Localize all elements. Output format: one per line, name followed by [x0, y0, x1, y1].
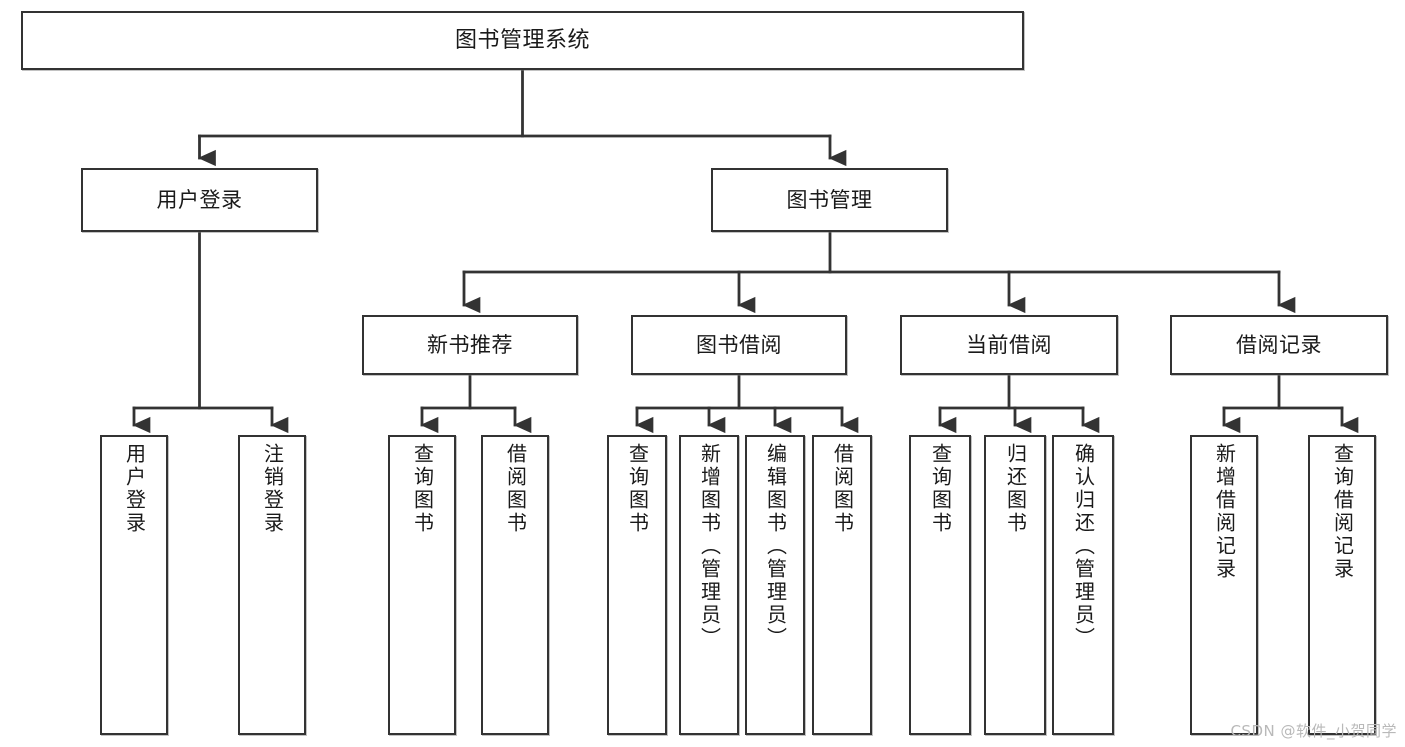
node-leaf-borrow-book[interactable]: 借阅图书	[812, 435, 872, 735]
node-borrow-record[interactable]: 借阅记录	[1170, 315, 1388, 375]
node-label: 用户登录	[122, 443, 147, 535]
node-label: 图书管理	[786, 187, 873, 212]
node-leaf-add-book-admin[interactable]: 新增图书（管理员）	[679, 435, 739, 735]
node-label: 新增图书（管理员）	[697, 443, 722, 650]
node-label: 借阅图书	[503, 443, 528, 535]
node-label: 新书推荐	[427, 332, 513, 357]
node-leaf-borrow-book-recommend[interactable]: 借阅图书	[481, 435, 549, 735]
node-label: 当前借阅	[966, 332, 1052, 357]
node-label: 注销登录	[260, 443, 285, 535]
node-label: 用户登录	[156, 187, 243, 212]
node-label: 图书借阅	[696, 332, 782, 357]
node-user-login[interactable]: 用户登录	[81, 168, 318, 232]
node-book-management[interactable]: 图书管理	[711, 168, 948, 232]
node-current-borrow[interactable]: 当前借阅	[900, 315, 1118, 375]
node-label: 查询借阅记录	[1330, 443, 1355, 581]
node-leaf-logout-login[interactable]: 注销登录	[238, 435, 306, 735]
node-new-book-recommend[interactable]: 新书推荐	[362, 315, 578, 375]
csdn-watermark: CSDN @软件_小贺同学	[1230, 722, 1397, 740]
node-label: 确认归还（管理员）	[1071, 443, 1096, 650]
node-root-book-management-system[interactable]: 图书管理系统	[21, 11, 1024, 70]
node-label: 查询图书	[928, 443, 953, 535]
node-label: 新增借阅记录	[1212, 443, 1237, 581]
node-leaf-add-borrow-record[interactable]: 新增借阅记录	[1190, 435, 1258, 735]
node-leaf-edit-book-admin[interactable]: 编辑图书（管理员）	[745, 435, 805, 735]
node-label: 归还图书	[1003, 443, 1028, 535]
node-label: 借阅图书	[830, 443, 855, 535]
node-label: 借阅记录	[1236, 332, 1322, 357]
node-label: 编辑图书（管理员）	[763, 443, 788, 650]
node-book-borrow[interactable]: 图书借阅	[631, 315, 847, 375]
node-leaf-return-book[interactable]: 归还图书	[984, 435, 1046, 735]
node-leaf-confirm-return-admin[interactable]: 确认归还（管理员）	[1052, 435, 1114, 735]
node-leaf-user-login[interactable]: 用户登录	[100, 435, 168, 735]
node-leaf-query-borrow-record[interactable]: 查询借阅记录	[1308, 435, 1376, 735]
node-label: 查询图书	[625, 443, 650, 535]
node-label: 图书管理系统	[454, 27, 590, 53]
node-label: 查询图书	[410, 443, 435, 535]
node-leaf-query-book-recommend[interactable]: 查询图书	[388, 435, 456, 735]
node-leaf-query-book-current[interactable]: 查询图书	[909, 435, 971, 735]
node-leaf-query-book-borrow[interactable]: 查询图书	[607, 435, 667, 735]
